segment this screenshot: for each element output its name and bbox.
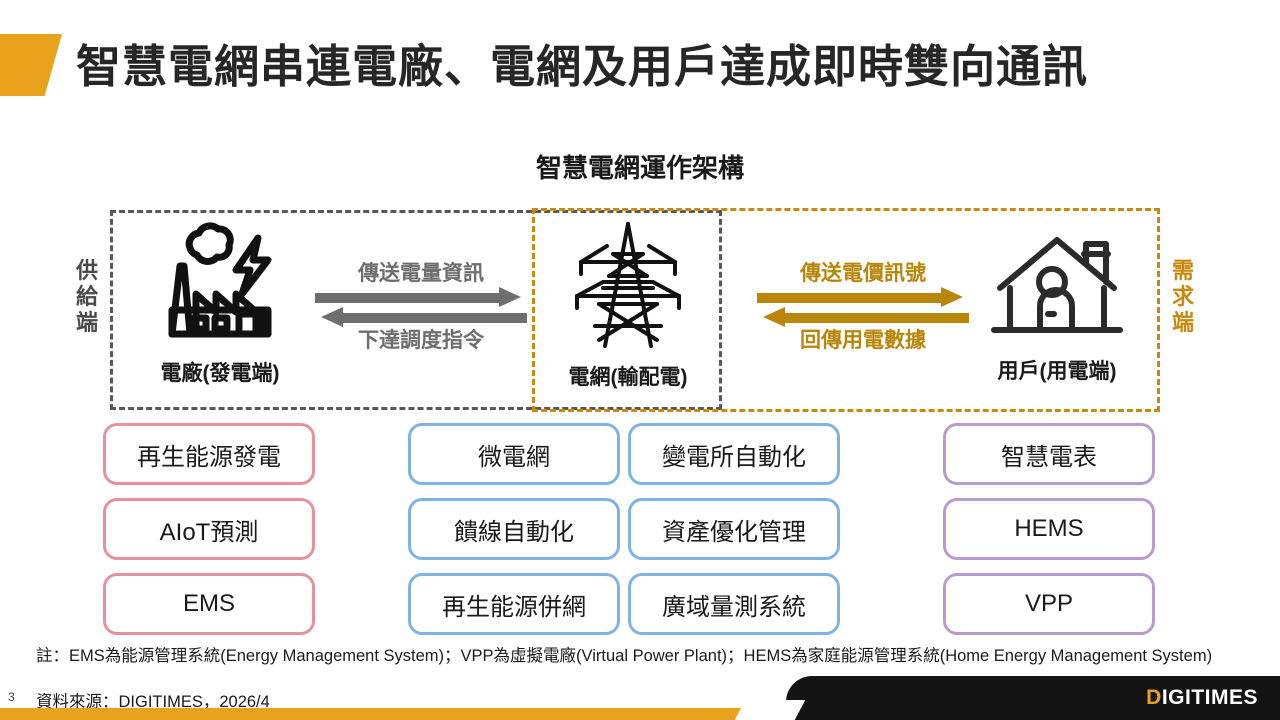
- arrow-label-bottom: 回傳用電數據: [800, 329, 926, 352]
- arrow-label-top: 傳送電價訊號: [800, 262, 926, 285]
- transmission-tower-icon: [563, 222, 693, 358]
- node-caption: 電廠(發電端): [160, 362, 280, 385]
- page-number: 3: [8, 690, 15, 704]
- demand-side-frame: [532, 208, 1160, 412]
- power-plant-icon: [150, 222, 290, 354]
- logo-d-letter: D: [1146, 686, 1162, 709]
- capability-box[interactable]: 變電所自動化: [628, 423, 840, 485]
- title-bar: 智慧電網串連電廠、電網及用戶達成即時雙向通訊: [0, 34, 1280, 102]
- capability-box[interactable]: EMS: [103, 573, 315, 635]
- supply-side-label: 供給端: [75, 258, 98, 335]
- capability-box[interactable]: 微電網: [408, 423, 620, 485]
- arrow-left: [315, 307, 527, 327]
- node-consumer: 用戶(用電端): [962, 226, 1152, 385]
- capability-box[interactable]: 饋線自動化: [408, 498, 620, 560]
- digitimes-logo: DIGITIMES: [1146, 686, 1258, 710]
- capability-box[interactable]: 再生能源發電: [103, 423, 315, 485]
- source-text: 資料來源：DIGITIMES，2026/4: [36, 693, 270, 711]
- arrow-right: [757, 287, 969, 307]
- capability-column-grid-left: 微電網 饋線自動化 再生能源併網: [408, 423, 620, 648]
- node-transmission-grid: 電網(輸配電): [538, 218, 718, 391]
- logo-rest-letters: IGITIMES: [1161, 686, 1258, 709]
- diagram-subtitle: 智慧電網運作架構: [535, 153, 744, 183]
- capability-column-consumer: 智慧電表 HEMS VPP: [943, 423, 1155, 648]
- capability-box[interactable]: AIoT預測: [103, 498, 315, 560]
- demand-side-label: 需求端: [1171, 258, 1194, 335]
- capability-box[interactable]: HEMS: [943, 498, 1155, 560]
- arrow-group-demand: 傳送電價訊號 回傳用電數據: [757, 262, 969, 353]
- arrow-right: [315, 287, 527, 307]
- arrow-label-bottom: 下達調度指令: [358, 329, 484, 352]
- capability-box[interactable]: 廣域量測系統: [628, 573, 840, 635]
- capability-box[interactable]: 資產優化管理: [628, 498, 840, 560]
- capability-column-grid-right: 變電所自動化 資產優化管理 廣域量測系統: [628, 423, 840, 648]
- capability-box[interactable]: 再生能源併網: [408, 573, 620, 635]
- capability-box[interactable]: 智慧電表: [943, 423, 1155, 485]
- node-caption: 電網(輸配電): [568, 366, 688, 389]
- arrow-label-top: 傳送電量資訊: [358, 262, 484, 285]
- house-icon: [982, 237, 1132, 352]
- capability-box[interactable]: VPP: [943, 573, 1155, 635]
- footer-accent-bar: [0, 708, 800, 720]
- capability-column-generation: 再生能源發電 AIoT預測 EMS: [103, 423, 315, 648]
- footnote-text: 註：EMS為能源管理系統(Energy Management System)；V…: [36, 647, 1213, 665]
- page-title: 智慧電網串連電廠、電網及用戶達成即時雙向通訊: [76, 41, 1089, 92]
- footer-logo-panel: DIGITIMES: [786, 676, 1280, 720]
- title-accent-shape: [0, 34, 62, 96]
- arrow-group-supply: 傳送電量資訊 下達調度指令: [315, 262, 527, 353]
- footer-notch: [734, 700, 806, 720]
- node-caption: 用戶(用電端): [997, 360, 1117, 383]
- supply-side-frame: [110, 210, 722, 410]
- arrow-left: [757, 307, 969, 327]
- node-power-plant: 電廠(發電端): [130, 222, 310, 387]
